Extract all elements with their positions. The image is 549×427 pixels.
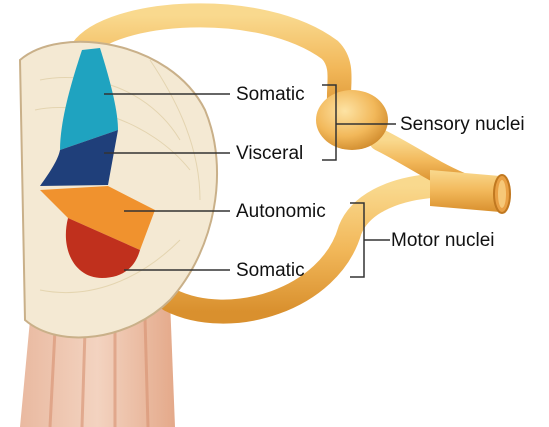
label-autonomic: Autonomic — [236, 202, 326, 221]
dorsal-root-ganglion — [316, 90, 388, 150]
label-motor-nuclei: Motor nuclei — [391, 231, 495, 250]
label-somatic-sensory: Somatic — [236, 85, 305, 104]
label-visceral: Visceral — [236, 144, 303, 163]
label-sensory-nuclei: Sensory nuclei — [400, 115, 525, 134]
spinal-nerve-trunk — [430, 170, 500, 212]
label-somatic-motor: Somatic — [236, 261, 305, 280]
